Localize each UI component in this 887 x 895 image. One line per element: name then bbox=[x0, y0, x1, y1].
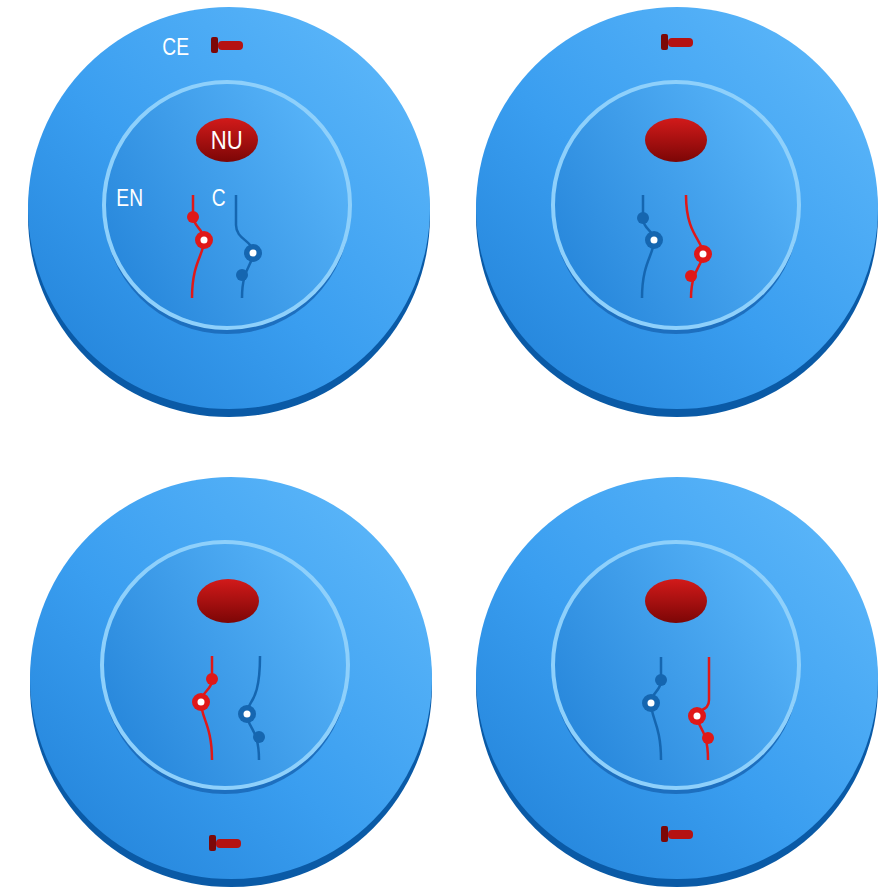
part-label: EN bbox=[116, 186, 143, 210]
lamp-label: NU bbox=[211, 127, 243, 153]
part-label: CE bbox=[162, 35, 189, 59]
part-label: C bbox=[211, 186, 225, 210]
indicator-lamp: NU bbox=[196, 118, 258, 162]
